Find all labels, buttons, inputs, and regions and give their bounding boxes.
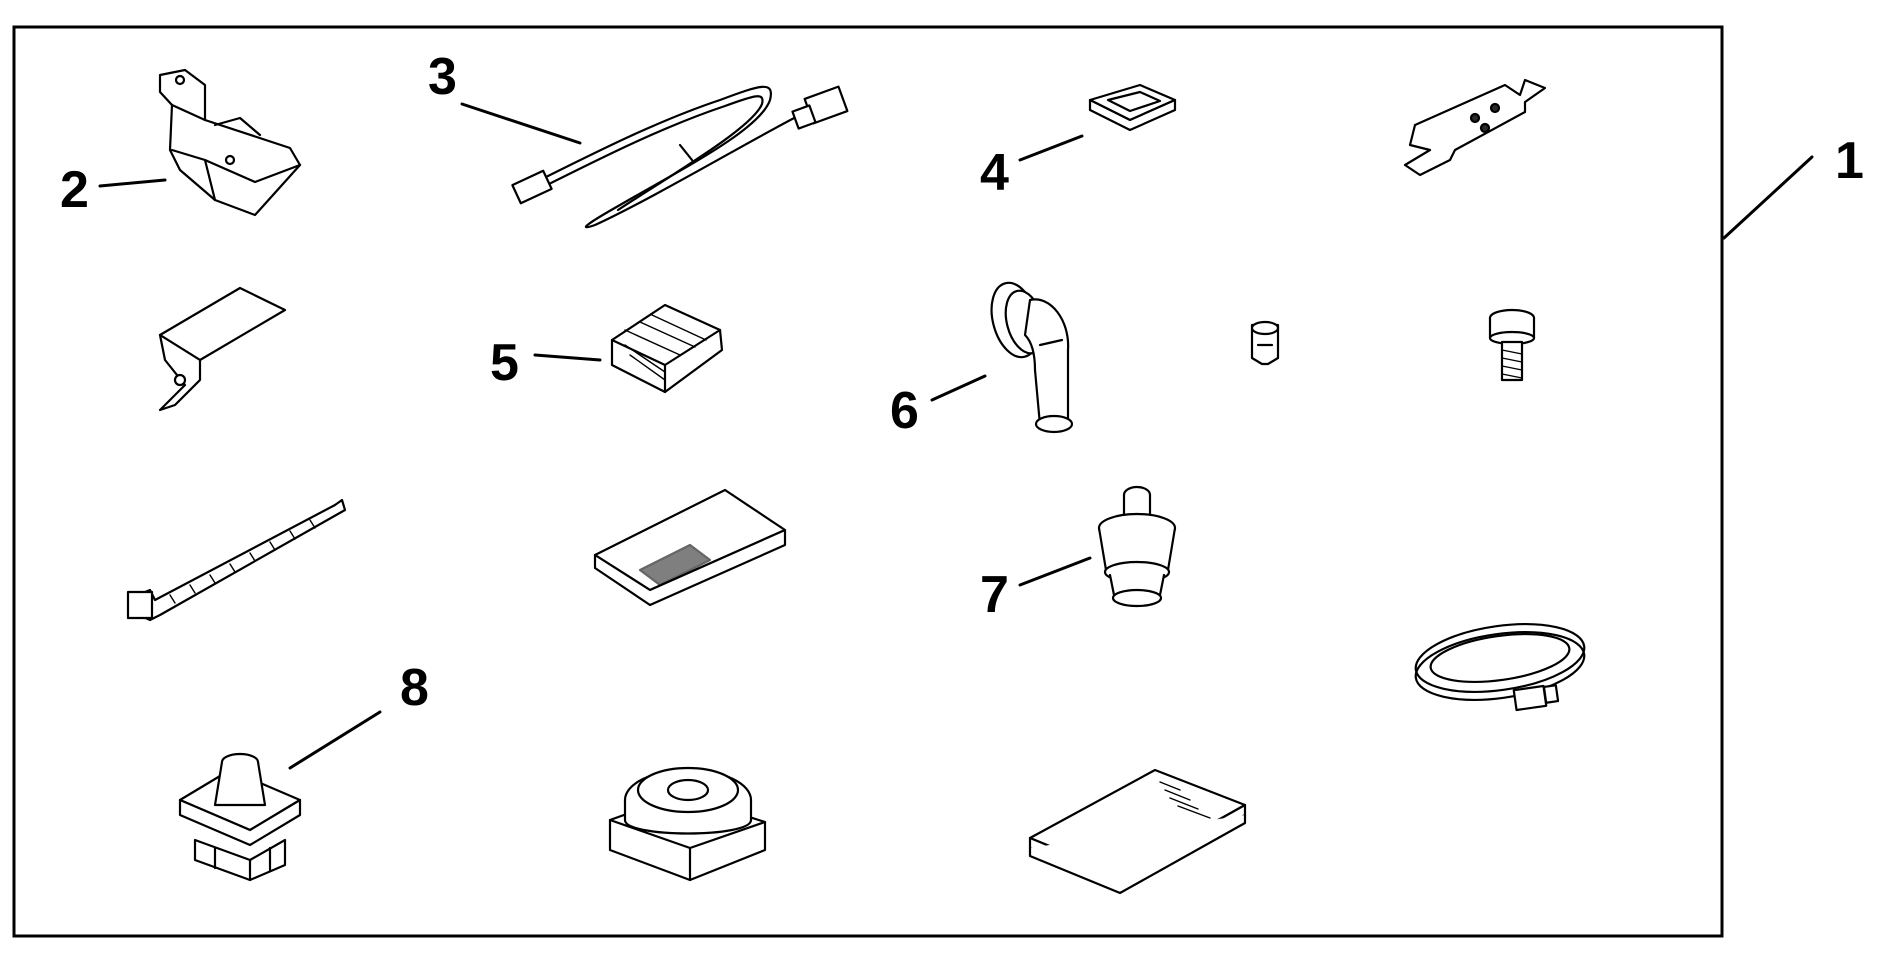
part-clip-fastener (178, 752, 302, 882)
callout-label-2: 2 (60, 161, 89, 219)
leader-line-5 (533, 353, 602, 362)
part-mounting-plate (1403, 78, 1547, 177)
callout-7: 7 (980, 556, 1092, 624)
callout-label-4: 4 (980, 144, 1009, 202)
part-wire-clip (158, 286, 287, 412)
callout-1: 1 (1722, 132, 1864, 240)
leader-line-8 (288, 710, 382, 770)
callout-3: 3 (428, 48, 582, 145)
callout-label-5: 5 (490, 334, 519, 392)
part-seal-pad (1088, 83, 1177, 132)
part-round-grommet (608, 766, 767, 882)
callout-label-3: 3 (428, 48, 457, 106)
part-bolt (1488, 308, 1536, 382)
callout-4: 4 (980, 134, 1084, 202)
part-plug-grommet (1097, 485, 1177, 608)
part-connector-block (610, 303, 724, 394)
callout-label-7: 7 (980, 566, 1009, 624)
leader-line-1 (1722, 155, 1814, 240)
part-cable-harness (511, 85, 849, 229)
leader-line-3 (460, 102, 582, 145)
callout-8: 8 (288, 659, 429, 770)
kit-frame (12, 25, 1724, 938)
part-foam-tape (593, 488, 787, 607)
callout-2: 2 (60, 161, 167, 219)
leader-line-4 (1018, 134, 1084, 162)
callout-label-6: 6 (890, 382, 919, 440)
part-cable-tie (126, 498, 347, 622)
part-instruction-booklet (1028, 768, 1247, 895)
part-grommet-elbow (990, 281, 1074, 434)
leader-line-7 (1018, 556, 1092, 587)
leader-line-2 (98, 178, 167, 188)
part-bracket (158, 68, 302, 217)
callout-label-1: 1 (1835, 132, 1864, 190)
callout-5: 5 (490, 334, 602, 392)
leader-line-6 (930, 374, 987, 402)
part-hose-clamp (1414, 623, 1586, 712)
part-nut (1250, 320, 1280, 366)
callout-6: 6 (890, 374, 987, 440)
callout-label-8: 8 (400, 659, 429, 717)
